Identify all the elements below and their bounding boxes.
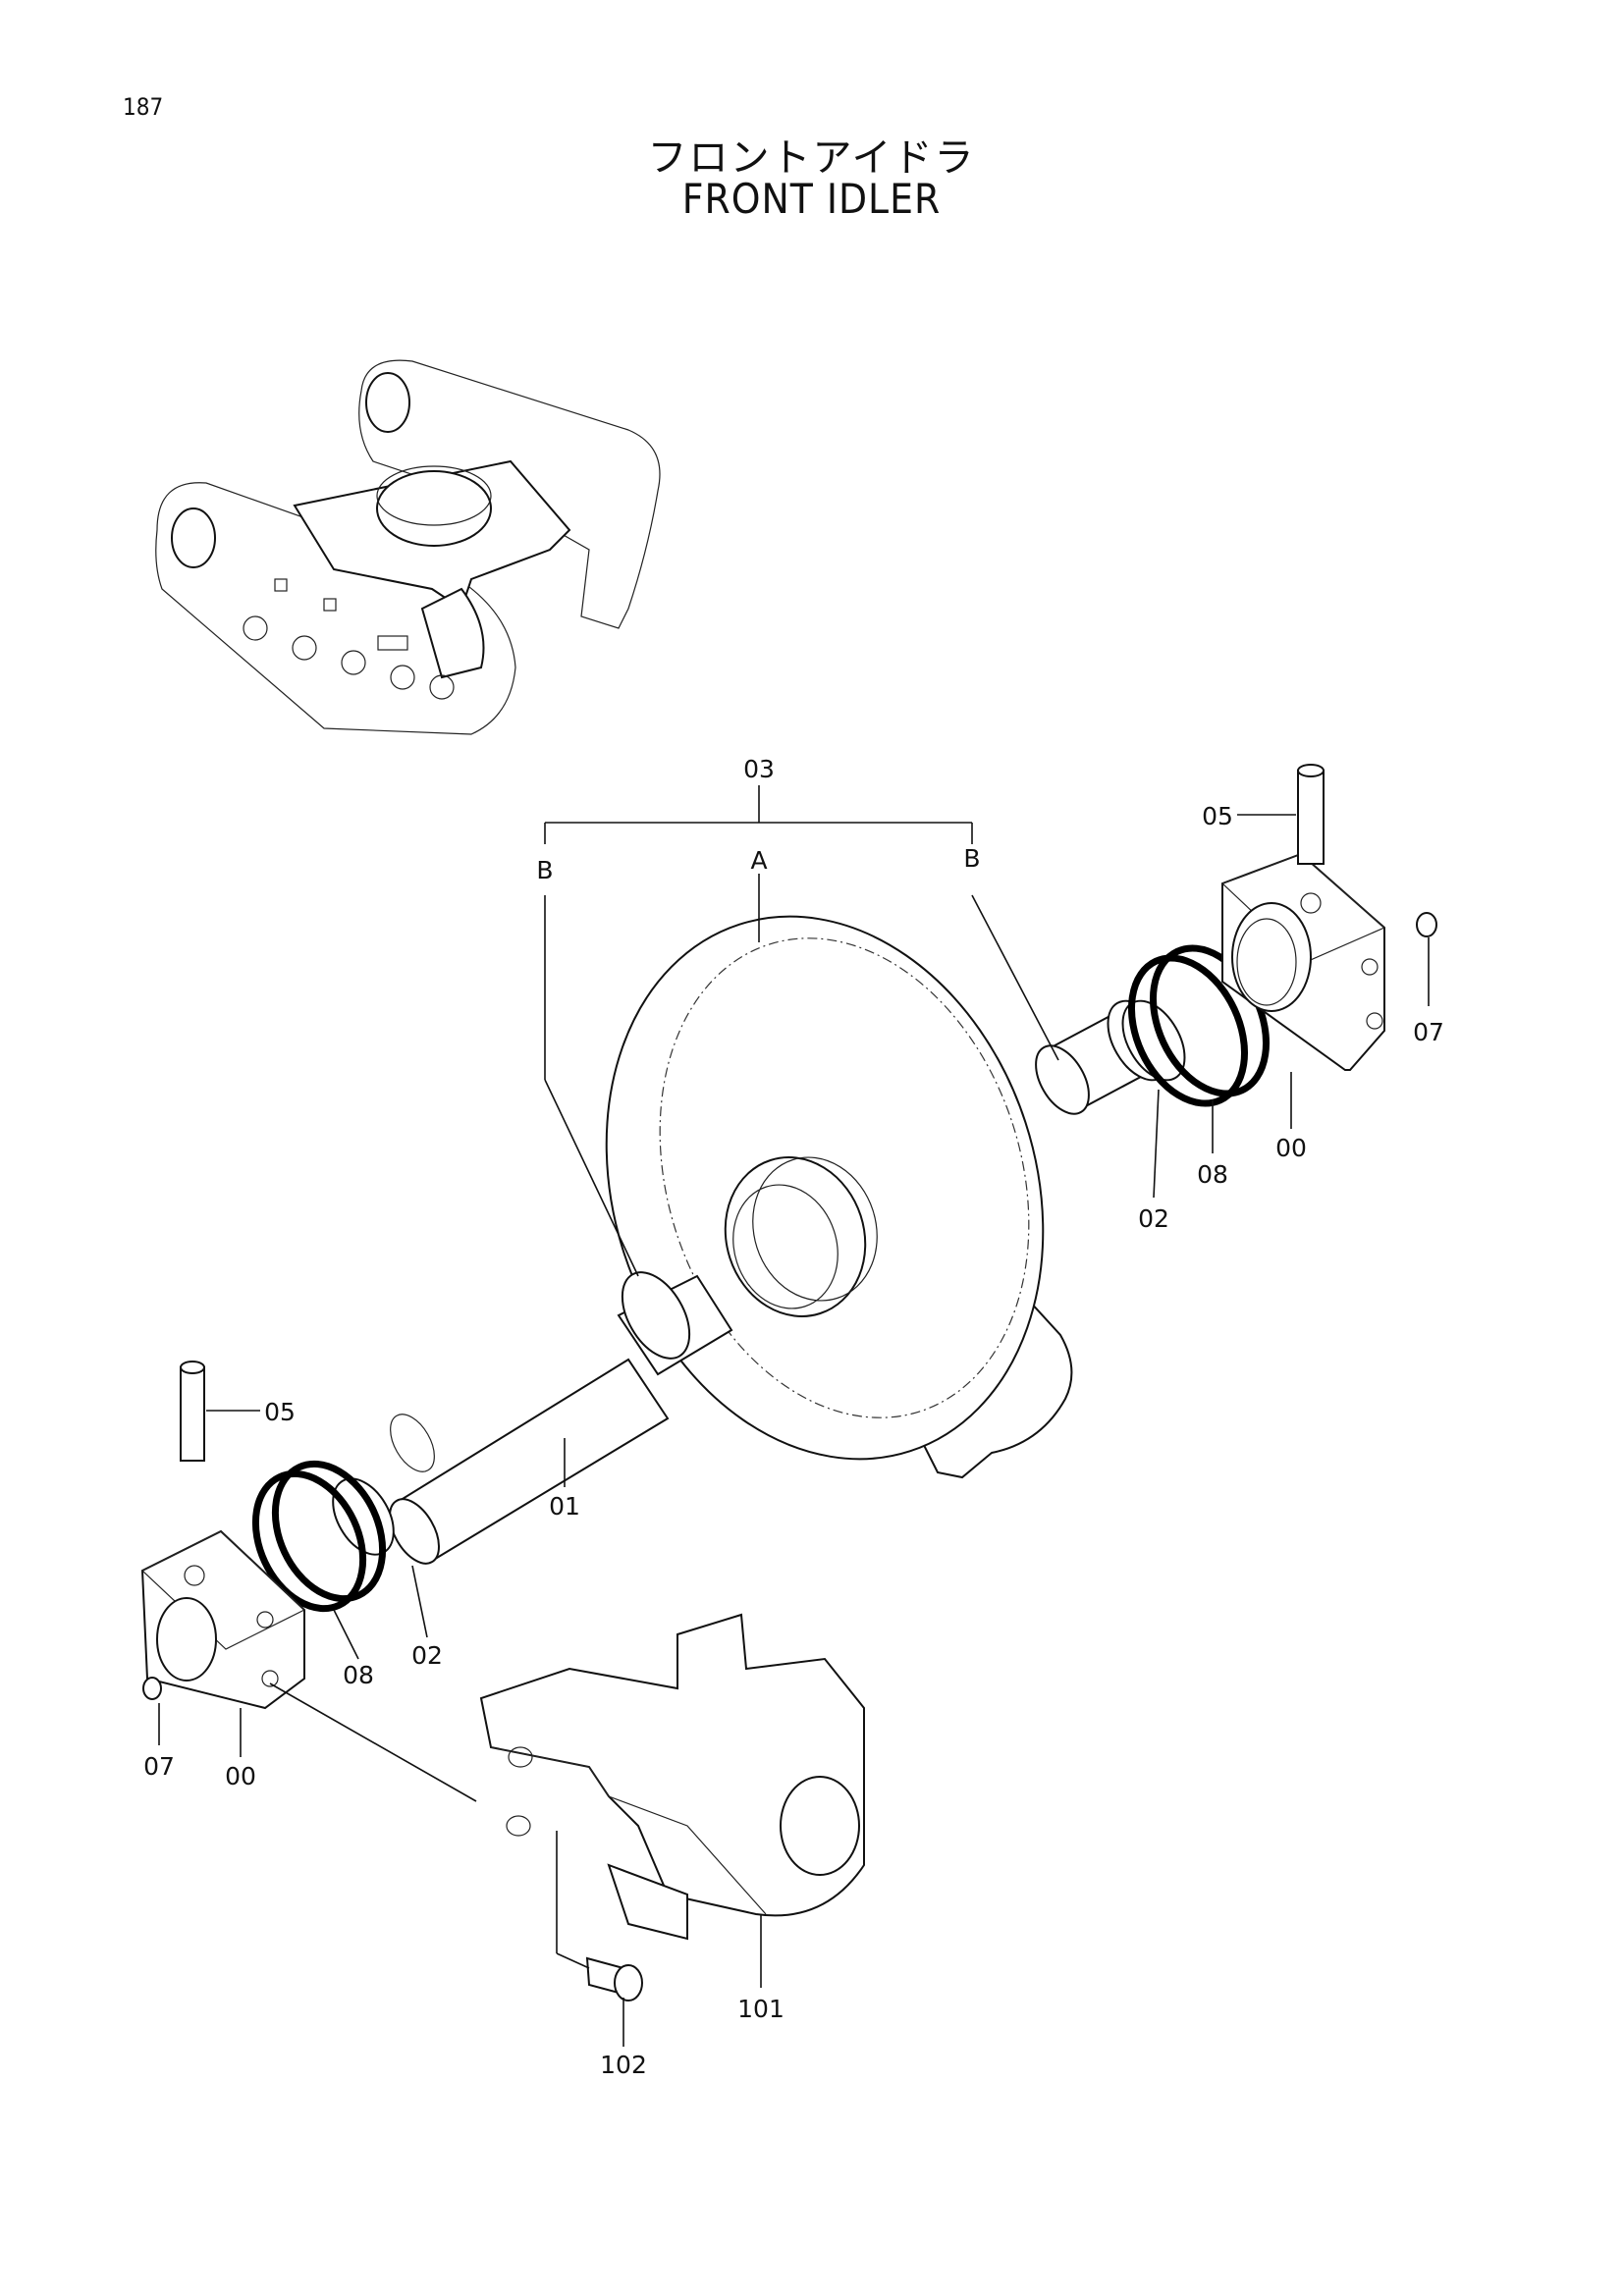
pin-icon-right (1297, 764, 1325, 865)
callout-A: A (750, 846, 767, 875)
page-title-jp: フロントアイドラ (647, 135, 976, 181)
callout-08-right: 08 (1197, 1160, 1228, 1189)
callout-05-right: 05 (1202, 802, 1233, 830)
bearing-block-icon-left (140, 1529, 306, 1710)
bolt-icon (585, 1956, 643, 2002)
undercarriage-overview-icon (155, 359, 661, 735)
page-title-en: FRONT IDLER (681, 175, 942, 223)
callout-05-left: 05 (264, 1398, 296, 1426)
callout-00-left: 00 (225, 1762, 256, 1790)
page-number: 187 (123, 93, 164, 121)
callout-02-left: 02 (411, 1641, 443, 1670)
pin-icon-left (180, 1361, 205, 1462)
leader-lines (158, 785, 1430, 2047)
callout-08-left: 08 (343, 1661, 374, 1689)
idler-yoke-icon (479, 1613, 865, 1941)
callout-102: 102 (600, 2051, 647, 2079)
callout-07-left: 07 (143, 1752, 175, 1781)
callout-B-right: B (963, 844, 980, 873)
plug-icon-left (142, 1677, 162, 1700)
callout-01: 01 (549, 1492, 580, 1521)
callout-03: 03 (743, 755, 775, 783)
callout-101: 101 (737, 1995, 784, 2023)
callout-B-left: B (536, 856, 553, 884)
callout-02-right: 02 (1138, 1204, 1169, 1233)
bearing-block-icon-right (1220, 852, 1386, 1071)
callout-00-right: 00 (1275, 1134, 1307, 1162)
floating-seal-icon-left (251, 1460, 387, 1613)
callout-07-right: 07 (1413, 1018, 1444, 1046)
plug-icon-right (1416, 912, 1437, 937)
